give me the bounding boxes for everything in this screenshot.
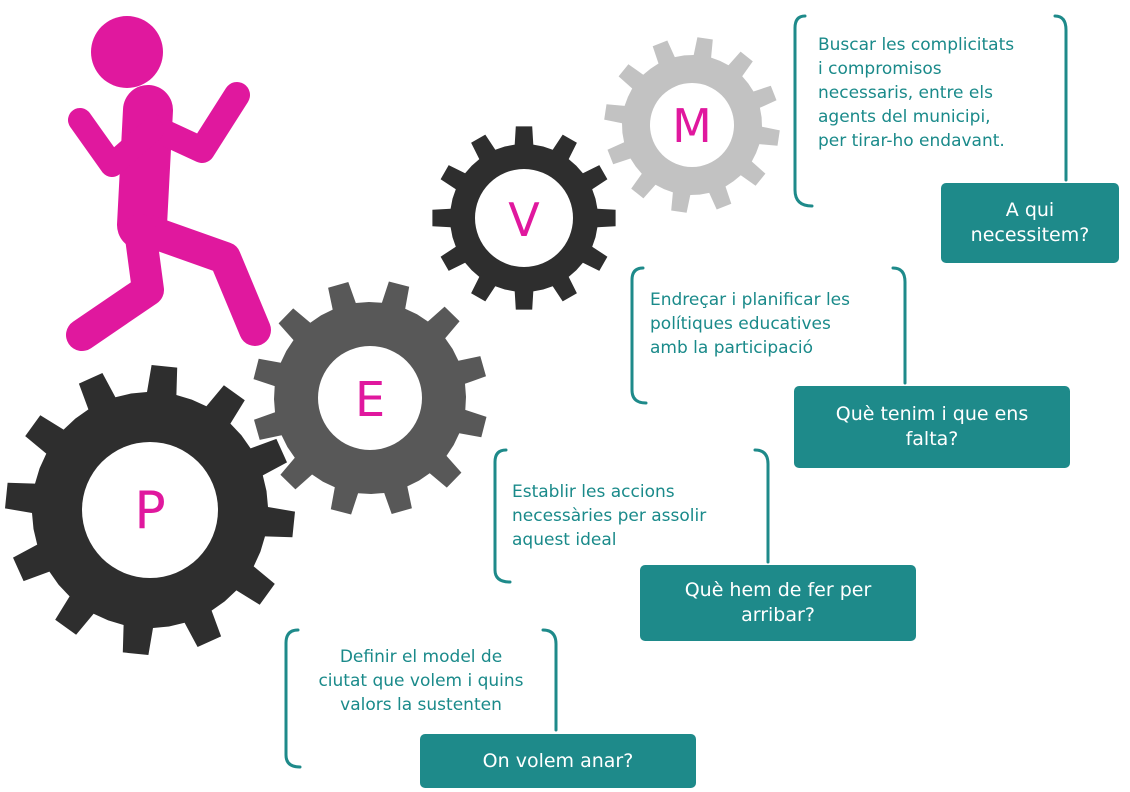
- description-line: amb la participació: [650, 338, 814, 358]
- step-3-question: Què hem de fer per arribar?: [640, 565, 916, 641]
- description-line: Endreçar i planificar les: [650, 290, 850, 310]
- step-2-question: Què tenim i que ens falta?: [794, 386, 1070, 468]
- walking-person-icon: [66, 16, 271, 351]
- description-line: aquest ideal: [512, 530, 617, 550]
- gear-letter-e: E: [355, 372, 385, 428]
- description-line: necessaris, entre els: [818, 83, 993, 103]
- step-1-description: Buscar les complicitats i compromisos ne…: [818, 33, 1014, 153]
- question-line: Què hem de fer per: [684, 579, 872, 601]
- step-3-description: Establir les accions necessàries per ass…: [512, 480, 706, 552]
- bracket-left-4: [284, 628, 302, 769]
- question-line: necessitem?: [970, 224, 1090, 246]
- bracket-right-1: [1053, 14, 1068, 182]
- step-2-description: Endreçar i planificar les polítiques edu…: [650, 288, 850, 360]
- gear-v: V: [432, 126, 616, 310]
- bracket-left-3: [493, 448, 512, 584]
- gear-e: E: [253, 281, 487, 515]
- question-line: Què tenim i que ens: [835, 403, 1029, 425]
- bracket-right-2: [891, 266, 907, 385]
- gear-letter-v: V: [508, 193, 540, 247]
- gear-letter-m: M: [672, 99, 712, 153]
- gear-p: P: [5, 365, 295, 655]
- question-line: falta?: [905, 428, 959, 450]
- description-line: per tirar-ho endavant.: [818, 131, 1005, 151]
- description-line: Establir les accions: [512, 482, 675, 502]
- description-line: ciutat que volem i quins: [318, 671, 524, 691]
- description-line: valors la sustenten: [340, 695, 502, 715]
- bracket-right-3: [753, 448, 770, 564]
- question-line: arribar?: [741, 604, 815, 626]
- step-4-question: On volem anar?: [420, 734, 696, 788]
- gear-m: M: [604, 37, 780, 213]
- description-line: polítiques educatives: [650, 314, 831, 334]
- description-line: agents del municipi,: [818, 107, 991, 127]
- description-line: i compromisos: [818, 59, 942, 79]
- description-line: Definir el model de: [339, 647, 503, 667]
- description-line: necessàries per assolir: [512, 506, 707, 526]
- question-line: On volem anar?: [482, 749, 634, 772]
- gear-letter-p: P: [134, 481, 165, 541]
- description-line: Buscar les complicitats: [818, 35, 1015, 55]
- bracket-left-1: [793, 14, 814, 208]
- step-1-question: A qui necessitem?: [941, 183, 1119, 263]
- step-4-description: Definir el model de ciutat que volem i q…: [297, 645, 545, 717]
- question-line: A qui: [1005, 199, 1055, 221]
- bracket-left-2: [630, 266, 648, 405]
- bracket-right-4: [541, 628, 558, 732]
